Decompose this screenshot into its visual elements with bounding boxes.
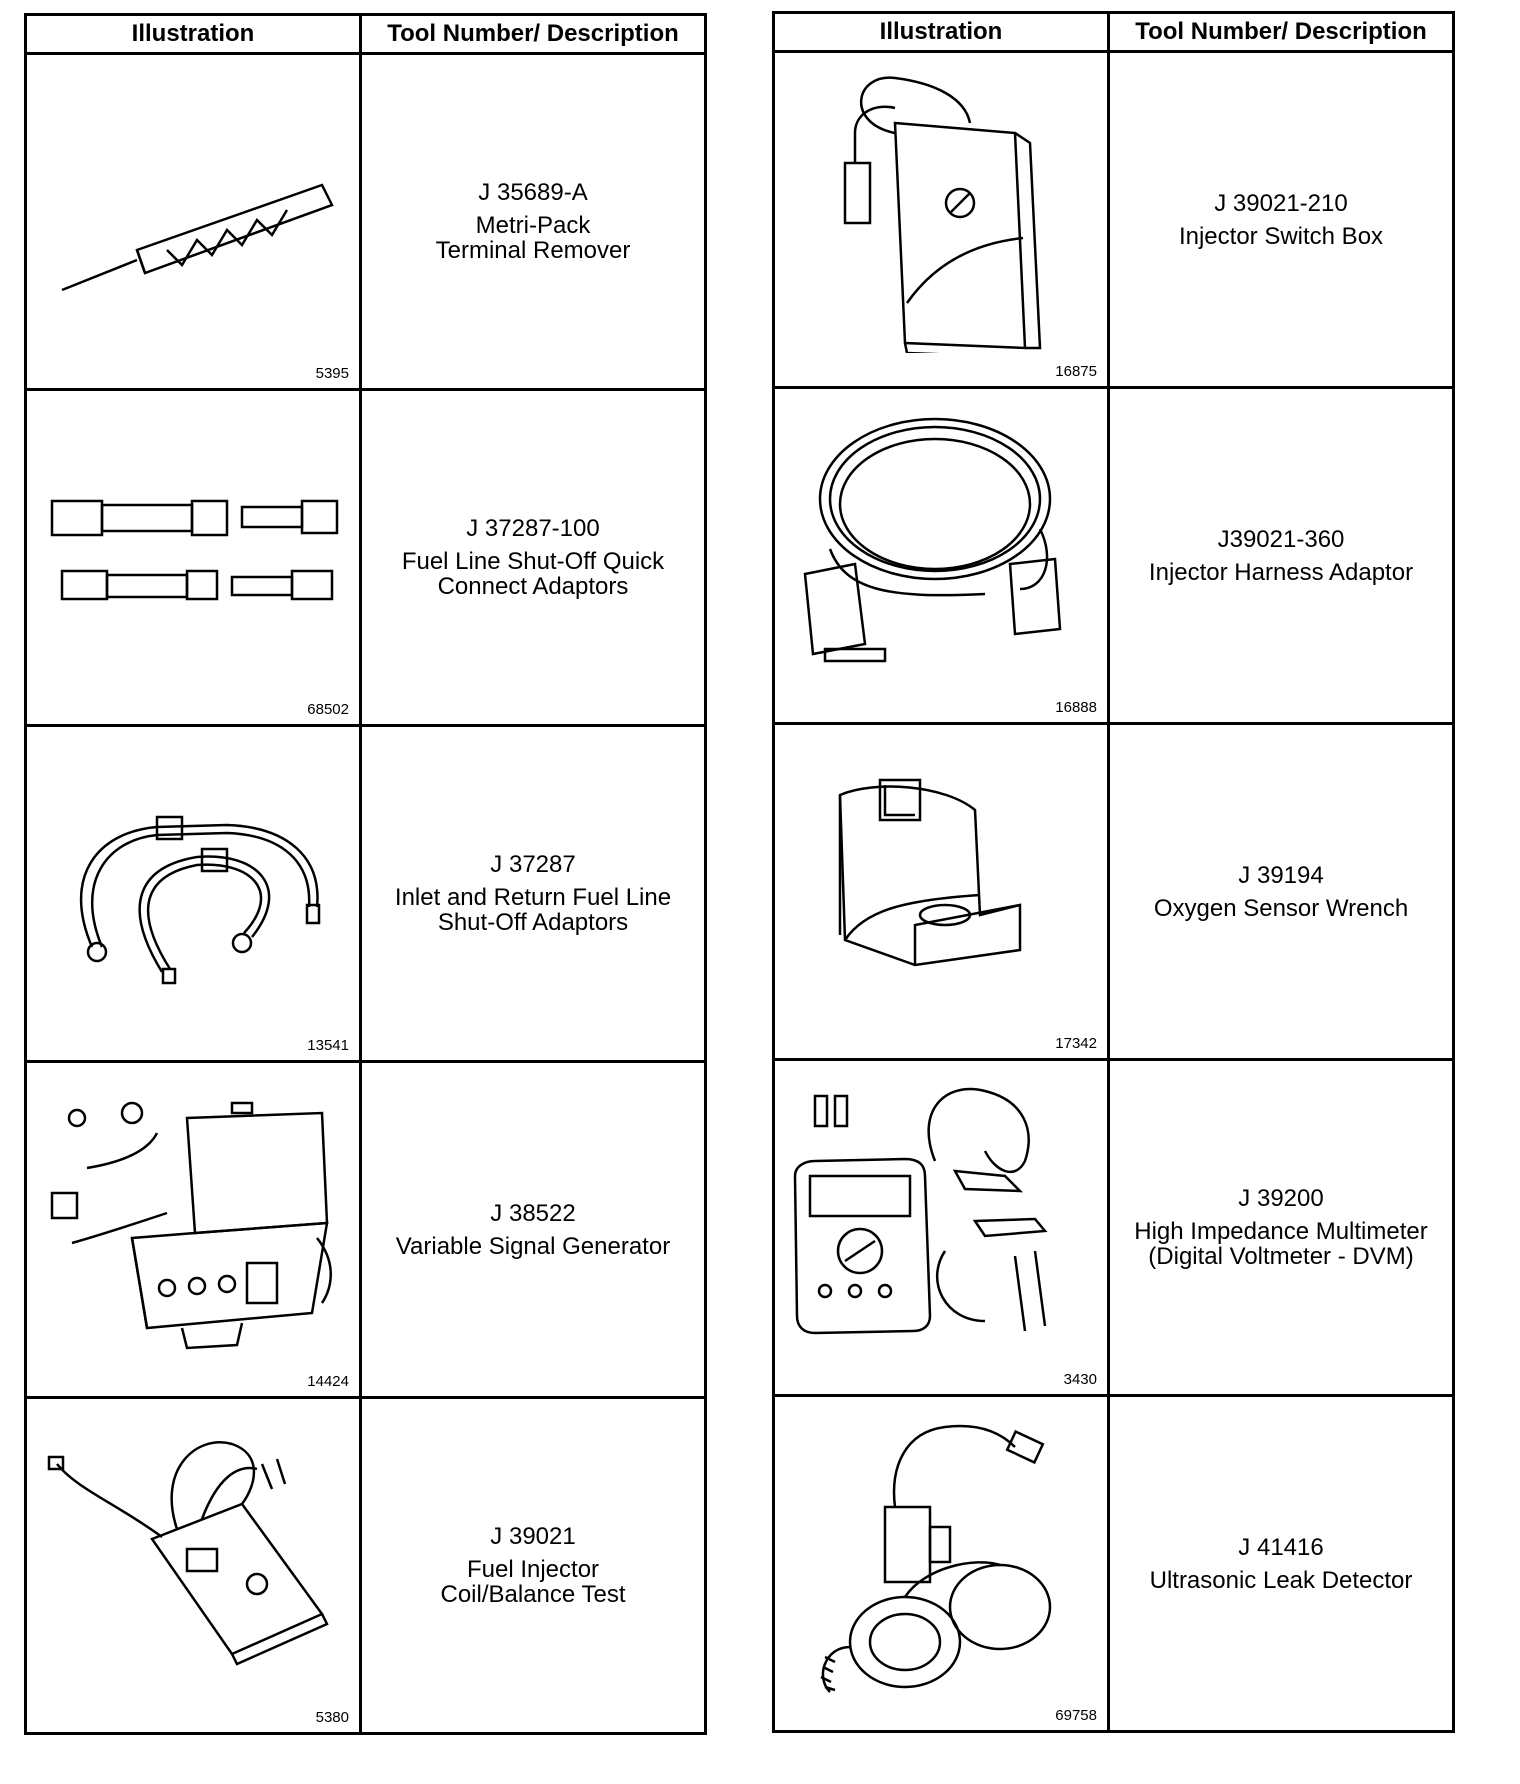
figure-number: 13541	[307, 1037, 349, 1054]
quick-connect-adaptors-icon	[50, 499, 339, 601]
tool-table-right: Illustration Tool Number/ Description 16…	[772, 11, 1455, 1733]
header-row: Illustration Tool Number/ Description	[772, 11, 1455, 53]
illustration-cell: 17342	[772, 722, 1110, 1061]
figure-number: 3430	[1063, 1371, 1097, 1388]
tool-table-left: Illustration Tool Number/ Description 53…	[24, 13, 707, 1735]
table-row: 16888 J39021-360 Injector Harness Adapto…	[772, 386, 1455, 725]
table-row: 68502 J 37287-100 Fuel Line Shut-Off Qui…	[24, 388, 707, 727]
illustration-cell: 16888	[772, 386, 1110, 725]
tool-name: Fuel Injector Coil/Balance Test	[440, 1556, 626, 1608]
tool-description-cell: J39021-360 Injector Harness Adaptor	[1107, 386, 1455, 725]
tool-description-cell: J 39200 High Impedance Multimeter (Digit…	[1107, 1058, 1455, 1397]
multimeter-icon	[793, 1087, 1048, 1335]
illustration-cell: 13541	[24, 724, 362, 1063]
figure-number: 69758	[1055, 1707, 1097, 1724]
tool-description-cell: J 39194 Oxygen Sensor Wrench	[1107, 722, 1455, 1061]
switch-box-icon	[843, 76, 1042, 353]
illustration-cell: 14424	[24, 1060, 362, 1399]
tool-name: Ultrasonic Leak Detector	[1149, 1566, 1413, 1594]
tool-name: Injector Harness Adaptor	[1148, 558, 1414, 586]
illustration-cell: 5395	[24, 52, 362, 391]
tool-number: J 35689-A	[478, 179, 588, 206]
harness-adaptor-icon	[803, 417, 1062, 663]
table-row: 16875 J 39021-210 Injector Switch Box	[772, 50, 1455, 389]
tool-number: J 41416	[1238, 1533, 1324, 1561]
tool-description-cell: J 41416 Ultrasonic Leak Detector	[1107, 1394, 1455, 1733]
tool-number: J39021-360	[1217, 525, 1345, 553]
tool-name: High Impedance Multimeter (Digital Voltm…	[1134, 1218, 1428, 1270]
illustration-cell: 5380	[24, 1396, 362, 1735]
figure-number: 5395	[315, 365, 349, 382]
tool-description-cell: J 39021-210 Injector Switch Box	[1107, 50, 1455, 389]
tool-description-cell: J 39021 Fuel Injector Coil/Balance Test	[359, 1396, 707, 1735]
leak-detector-icon	[820, 1424, 1052, 1693]
tool-number: J 39021-210	[1214, 189, 1348, 217]
tool-number: J 37287	[490, 851, 576, 878]
header-row: Illustration Tool Number/ Description	[24, 13, 707, 55]
tool-number: J 39200	[1238, 1185, 1324, 1212]
illustration-header: Illustration	[24, 13, 362, 55]
table-row: 69758 J 41416 Ultrasonic Leak Detector	[772, 1394, 1455, 1733]
illustration-header: Illustration	[772, 11, 1110, 53]
figure-number: 14424	[307, 1373, 349, 1390]
terminal-remover-icon	[61, 183, 334, 292]
figure-number: 17342	[1055, 1035, 1097, 1052]
tool-description-cell: J 35689-A Metri-Pack Terminal Remover	[359, 52, 707, 391]
tool-description-cell: J 37287-100 Fuel Line Shut-Off Quick Con…	[359, 388, 707, 727]
illustration-cell: 3430	[772, 1058, 1110, 1397]
tool-description-cell: J 37287 Inlet and Return Fuel Line Shut-…	[359, 724, 707, 1063]
figure-number: 5380	[315, 1709, 349, 1726]
figure-number: 16875	[1055, 363, 1097, 380]
tool-name: Metri-Pack Terminal Remover	[435, 212, 631, 264]
tool-number: J 39194	[1238, 861, 1324, 889]
figure-number: 16888	[1055, 699, 1097, 716]
tool-description-header: Tool Number/ Description	[359, 13, 707, 55]
table-row: 5380 J 39021 Fuel Injector Coil/Balance …	[24, 1396, 707, 1735]
tool-name: Fuel Line Shut-Off Quick Connect Adaptor…	[401, 548, 665, 600]
tool-number: J 39021	[490, 1523, 576, 1550]
table-row: 3430 J 39200 High Impedance Multimeter (…	[772, 1058, 1455, 1397]
tool-description-header: Tool Number/ Description	[1107, 11, 1455, 53]
tool-name: Injector Switch Box	[1178, 222, 1384, 250]
oxygen-sensor-wrench-icon	[838, 778, 1022, 967]
signal-generator-icon	[50, 1101, 332, 1350]
tool-name: Inlet and Return Fuel Line Shut-Off Adap…	[394, 884, 672, 936]
tool-number: J 38522	[490, 1199, 576, 1227]
tool-name: Variable Signal Generator	[395, 1232, 671, 1260]
tool-description-cell: J 38522 Variable Signal Generator	[359, 1060, 707, 1399]
figure-number: 68502	[307, 701, 349, 718]
illustration-cell: 16875	[772, 50, 1110, 389]
injector-tester-icon	[47, 1441, 329, 1666]
illustration-cell: 69758	[772, 1394, 1110, 1733]
table-row: 17342 J 39194 Oxygen Sensor Wrench	[772, 722, 1455, 1061]
table-row: 14424 J 38522 Variable Signal Generator	[24, 1060, 707, 1399]
tool-number: J 37287-100	[466, 515, 600, 542]
table-row: 5395 J 35689-A Metri-Pack Terminal Remov…	[24, 52, 707, 391]
tool-name: Oxygen Sensor Wrench	[1153, 894, 1409, 922]
table-row: 13541 J 37287 Inlet and Return Fuel Line…	[24, 724, 707, 1063]
illustration-cell: 68502	[24, 388, 362, 727]
fuel-line-adaptors-icon	[80, 815, 321, 985]
